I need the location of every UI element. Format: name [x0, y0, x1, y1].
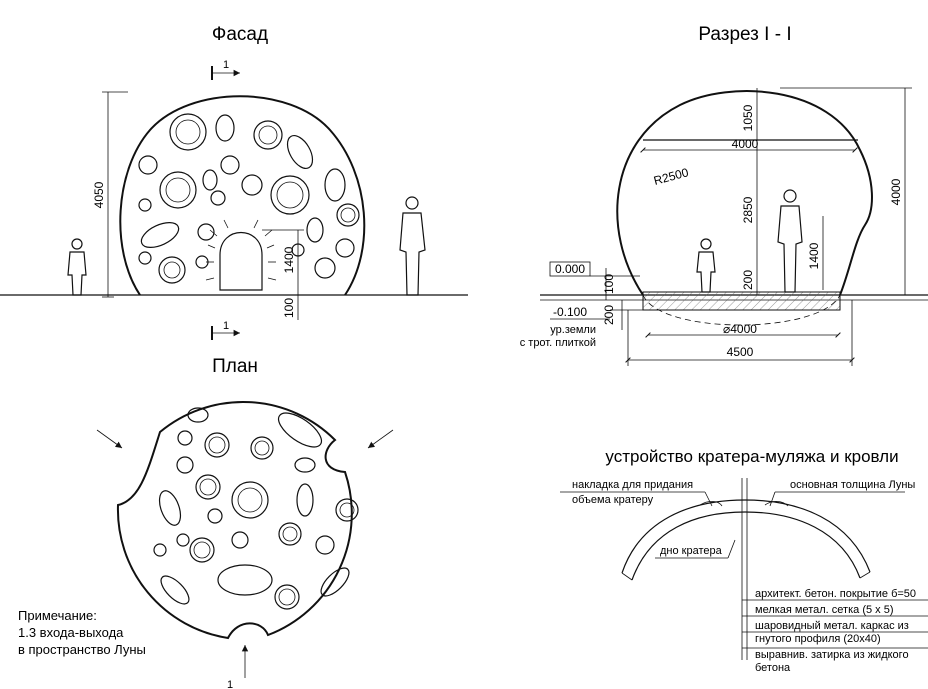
section-dim-mid: 2850	[741, 196, 755, 223]
section-person-small	[696, 238, 716, 293]
section-person-large	[777, 189, 803, 293]
plan-entry-arrow-2	[367, 429, 394, 449]
section-level-ground: -0.100	[553, 305, 587, 319]
detail-layers: архитект. бетон. покрытие б=50 мелкая ме…	[742, 588, 928, 674]
facade-dim-plinth: 100	[282, 298, 296, 318]
section-ground-label-2: с трот. плиткой	[520, 337, 596, 349]
detail-layer-5: выравнив. затирка из жидкого	[755, 649, 909, 661]
section-dim-diameter: ⌀4000	[723, 322, 757, 336]
detail-arch-inner	[631, 511, 861, 581]
facade-craters	[138, 113, 360, 284]
section-ground-label-1: ур.земли	[550, 324, 596, 336]
section-dim-width-top: 4000	[732, 137, 759, 151]
facade-person-left	[67, 238, 87, 296]
detail-layer-3: шаровидный метал. каркас из	[755, 620, 909, 632]
section-dim-100: 100	[602, 274, 616, 294]
plan-note-line1: 1.3 входа-выхода	[18, 625, 124, 640]
plan-section-mark: 1	[227, 679, 233, 689]
section-radius: R2500	[652, 165, 690, 188]
facade-dim-door: 1400	[282, 246, 296, 273]
detail-layer-6: бетона	[755, 662, 791, 674]
plan-note-line2: в пространство Луны	[18, 642, 146, 657]
detail-label-overlay-1: накладка для придания	[572, 479, 693, 491]
facade-dim-height: 4050	[92, 181, 106, 208]
section-dim-person: 1400	[807, 242, 821, 269]
section-floor-slab	[642, 291, 841, 311]
plan-view: План	[18, 356, 394, 689]
section-dim-base: 4500	[727, 345, 754, 359]
plan-title: План	[212, 356, 258, 377]
section-level-zero: 0.000	[555, 262, 585, 276]
plan-craters	[153, 407, 359, 610]
facade-title: Фасад	[212, 24, 268, 45]
section-dim-floor: 200	[741, 270, 755, 290]
section-dim-200: 200	[602, 305, 616, 325]
section-dim-top: 1050	[741, 104, 755, 131]
facade-dome-outline	[119, 95, 366, 296]
plan-entry-arrow-1	[96, 429, 123, 449]
facade-view: Фасад	[0, 24, 468, 340]
section-view: Разрез I - I 4000 1050 2850 200 R2500 40…	[520, 24, 928, 366]
facade-doorway-rays	[205, 219, 277, 281]
facade-section-mark-bottom: 1	[223, 320, 229, 332]
plan-outline	[116, 400, 353, 640]
detail-layer-4: гнутого профиля (20х40)	[755, 633, 881, 645]
facade-section-mark-top: 1	[223, 59, 229, 71]
facade-doorway	[219, 232, 263, 291]
facade-person-right	[399, 196, 426, 296]
section-dim-total: 4000	[889, 178, 903, 205]
detail-arch-outer	[621, 499, 871, 574]
section-title: Разрез I - I	[698, 24, 791, 45]
detail-layer-1: архитект. бетон. покрытие б=50	[755, 588, 916, 600]
detail-label-overlay-2: объема кратеру	[572, 494, 654, 506]
detail-label-thickness: основная толщина Луны	[790, 479, 915, 491]
section-sphere-outline	[616, 90, 873, 296]
detail-label-bottom: дно кратера	[660, 545, 723, 557]
detail-title: устройство кратера-муляжа и кровли	[605, 447, 898, 466]
detail-layer-2: мелкая метал. сетка (5 х 5)	[755, 604, 894, 616]
detail-view: устройство кратера-муляжа и кровли накла…	[560, 447, 928, 674]
plan-note-title: Примечание:	[18, 608, 97, 623]
